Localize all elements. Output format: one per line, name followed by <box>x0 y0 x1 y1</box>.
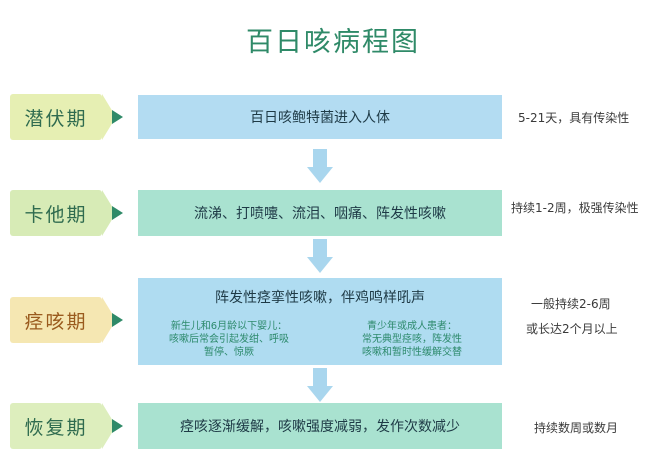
stage-note: 持续数周或数月 <box>534 421 619 435</box>
subnote-heading: 新生儿和6月龄以下婴儿： <box>170 321 288 332</box>
stage-note: 或长达2个月以上 <box>526 322 618 336</box>
stage-label-text: 痉咳期 <box>24 310 88 333</box>
stage-label-incubation: 潜伏期 <box>10 94 116 140</box>
pointer-arrow-icon <box>112 313 123 327</box>
stage-label-text: 卡他期 <box>24 203 88 226</box>
subnote-line: 咳嗽和暂时性缓解交替 <box>362 347 462 358</box>
stage-note: 5-21天，具有传染性 <box>518 111 630 125</box>
adult-subnote: 青少年或成人患者： 常无典型痉咳，阵发性 咳嗽和暂时性缓解交替 <box>328 320 496 359</box>
stage-label-catarrhal: 卡他期 <box>10 190 116 236</box>
subnote-heading: 青少年或成人患者： <box>367 321 457 332</box>
stage-label-text: 恢复期 <box>24 416 88 439</box>
stage-label-text: 潜伏期 <box>24 107 88 130</box>
down-arrow-icon <box>307 239 333 273</box>
down-arrow-icon <box>307 368 333 402</box>
pointer-arrow-icon <box>112 206 123 220</box>
infant-subnote: 新生儿和6月龄以下婴儿： 咳嗽后常会引起发绀、呼吸 暂停、惊厥 <box>144 320 314 359</box>
stage-label-recovery: 恢复期 <box>10 403 116 449</box>
subnote-line: 咳嗽后常会引起发绀、呼吸 <box>169 334 289 345</box>
stage-description-main: 阵发性痉挛性咳嗽，伴鸡鸣样吼声 <box>215 290 425 306</box>
stage-description-box: 流涕、打喷嚏、流泪、咽痛、阵发性咳嗽 <box>138 190 502 236</box>
down-arrow-icon <box>307 149 333 183</box>
stage-note: 一般持续2-6周 <box>531 297 611 311</box>
stage-description-box: 百日咳鲍特菌进入人体 <box>138 95 502 139</box>
subnote-line: 常无典型痉咳，阵发性 <box>362 334 462 345</box>
page-title: 百日咳病程图 <box>246 27 420 58</box>
pointer-arrow-icon <box>112 419 123 433</box>
subnote-line: 暂停、惊厥 <box>204 347 254 358</box>
pointer-arrow-icon <box>112 110 123 124</box>
stage-description-box: 痉咳逐渐缓解，咳嗽强度减弱，发作次数减少 <box>138 403 502 449</box>
stage-label-paroxysmal: 痉咳期 <box>10 297 116 343</box>
stage-note: 持续1-2周，极强传染性 <box>511 201 639 215</box>
stage-description-box: 阵发性痉挛性咳嗽，伴鸡鸣样吼声 新生儿和6月龄以下婴儿： 咳嗽后常会引起发绀、呼… <box>138 278 502 365</box>
